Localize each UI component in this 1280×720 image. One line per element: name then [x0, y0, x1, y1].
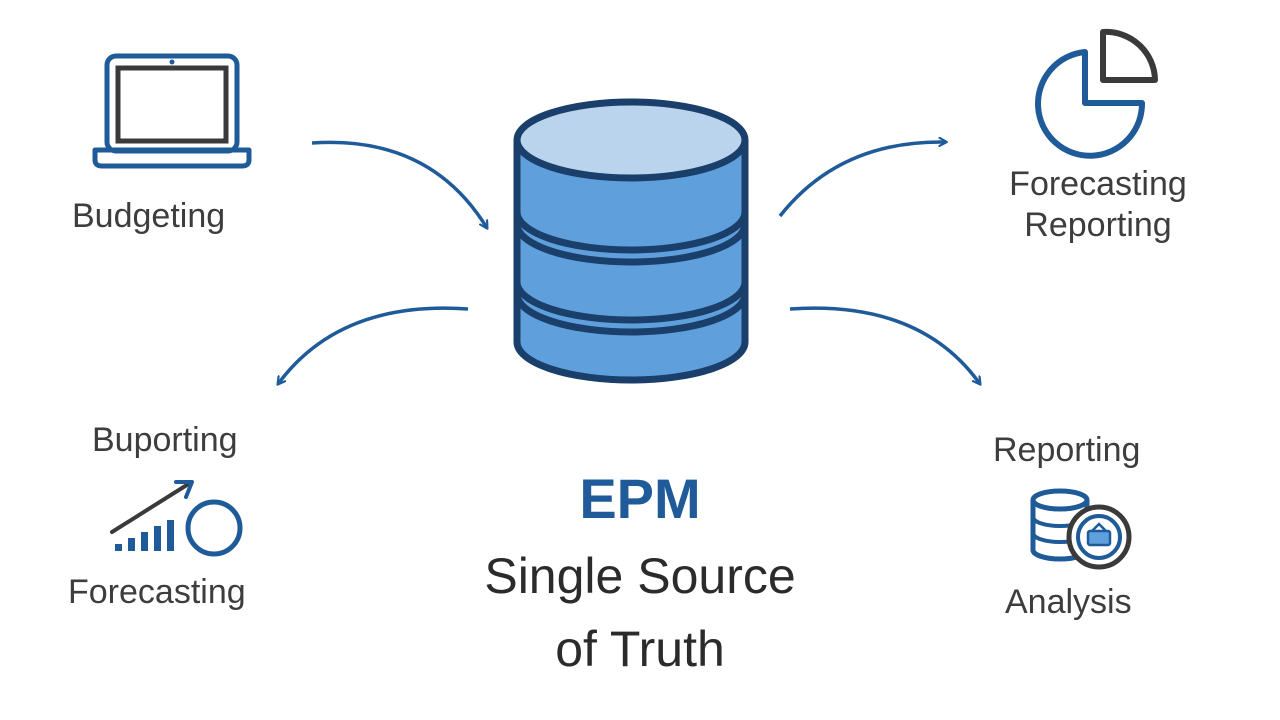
- arrow-database-to-buporting: [278, 306, 469, 384]
- laptop-icon: [92, 53, 252, 169]
- database-icon: [513, 98, 749, 384]
- subtitle-line-1: Single Source: [484, 548, 796, 604]
- forecasting-text: Forecasting: [1009, 165, 1187, 203]
- single-source-of-truth-subtitle: Single Source of Truth: [440, 540, 840, 685]
- pie-chart-icon: [1035, 28, 1158, 159]
- arrow-database-to-reporting: [789, 306, 980, 384]
- growth-chart-icon: [110, 480, 243, 557]
- forecasting-reporting-label: Forecasting Reporting: [980, 164, 1216, 246]
- arrow-database-to-forecasting-reporting: [778, 142, 946, 218]
- buporting-label: Buporting: [92, 421, 238, 459]
- analysis-label: Analysis: [1005, 583, 1132, 621]
- epm-title: EPM: [579, 467, 701, 530]
- subtitle-line-2: of Truth: [555, 620, 725, 677]
- reporting-label: Reporting: [993, 431, 1141, 469]
- database-analysis-icon: [1030, 488, 1132, 570]
- budgeting-label: Budgeting: [72, 197, 226, 235]
- forecasting-label: Forecasting: [68, 573, 246, 611]
- reporting-text: Reporting: [1024, 205, 1172, 244]
- arrow-budgeting-to-database: [311, 140, 487, 228]
